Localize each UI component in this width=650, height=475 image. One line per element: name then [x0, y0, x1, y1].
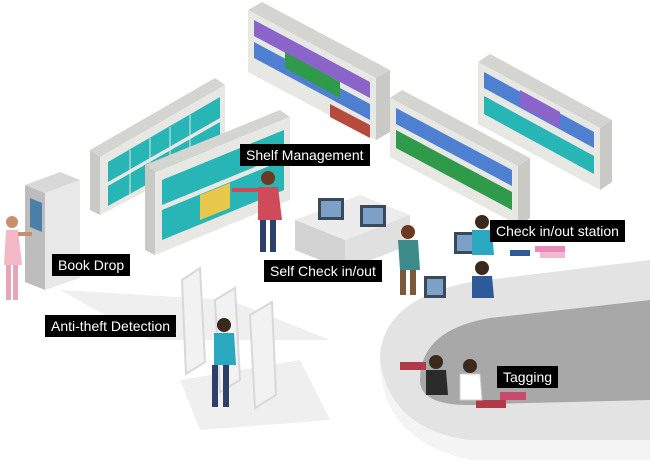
staff-check-station	[472, 215, 494, 298]
person-anti-theft	[212, 318, 236, 407]
bookshelf-far-right	[478, 54, 612, 190]
circulation-desk	[380, 260, 650, 460]
label-check-station: Check in/out station	[490, 220, 625, 242]
label-tagging: Tagging	[497, 366, 559, 388]
bookshelf-middle	[145, 110, 290, 255]
person-shelf-management	[232, 171, 282, 252]
bookshelf-top-center	[248, 2, 390, 140]
label-self-check: Self Check in/out	[264, 260, 382, 282]
person-self-check	[398, 225, 420, 295]
bookshelf-right-center	[390, 90, 530, 225]
label-anti-theft: Anti-theft Detection	[45, 315, 177, 337]
person-book-drop	[4, 216, 32, 300]
label-book-drop: Book Drop	[52, 254, 131, 276]
check-station-computers	[424, 232, 476, 298]
book-stacks	[400, 246, 565, 408]
staff-tagging	[426, 355, 483, 401]
self-check-station	[295, 195, 410, 270]
label-shelf-management: Shelf Management	[240, 144, 370, 166]
